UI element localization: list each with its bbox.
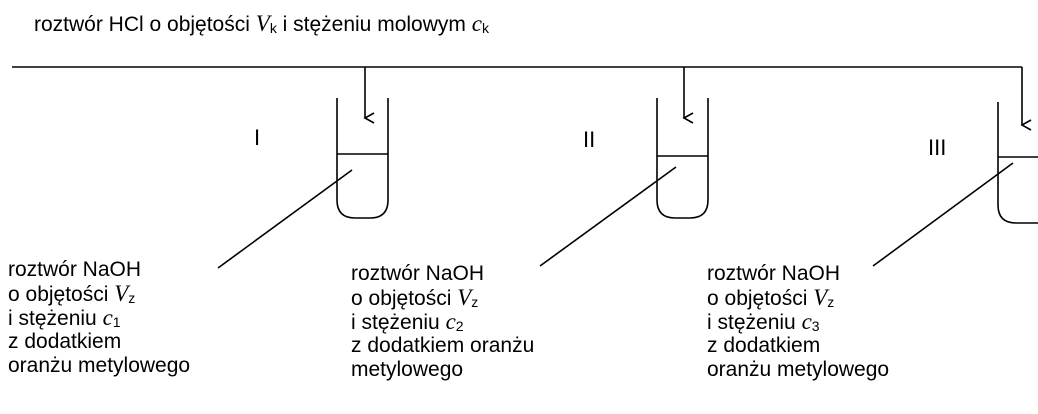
concentration-subscript: 3 [811,318,820,334]
pointer-line-3 [872,162,1014,267]
tube-3-solution-label: roztwór NaOH o objętości Vz i stężeniu c… [707,262,889,382]
volume-prefix: o objętości [351,287,458,310]
concentration-symbol: c [102,305,113,330]
label-line-3: i stężeniu c1 [8,305,190,331]
label-line-1: roztwór NaOH [351,262,485,285]
volume-subscript: k [269,20,277,36]
volume-prefix: o objętości [8,283,115,306]
label-line-4: z dodatkiem oranżu [351,334,535,357]
tube-numeral-3: III [928,135,947,160]
tube-2-solution-label: roztwór NaOH o objętości Vz i stężeniu c… [351,262,534,382]
label-line-3: i stężeniu c3 [707,309,889,335]
label-line-2: o objętości Vz [351,285,534,311]
volume-symbol: V [114,281,129,306]
concentration-prefix: i stężeniu [707,311,802,334]
label-line-3: i stężeniu c2 [351,309,534,335]
tube-numeral-1: I [254,125,261,150]
volume-symbol: V [813,285,828,310]
volume-symbol: V [457,285,472,310]
label-line-1: roztwór NaOH [8,258,142,281]
concentration-subscript: 1 [112,314,121,330]
test-tube-3 [997,102,1038,224]
header-text-part-1: roztwór HCl o objętości [34,13,256,36]
concentration-symbol: c [801,309,812,334]
label-line-1: roztwór NaOH [707,262,841,285]
label-line-2: o objętości Vz [707,285,889,311]
volume-symbol: V [255,11,270,36]
pointer-line-2 [539,166,677,267]
test-tube-2 [656,98,709,219]
concentration-prefix: i stężeniu [351,311,446,334]
concentration-symbol: c [471,11,482,36]
label-line-5: oranżu metylowego [8,354,191,377]
volume-subscript: z [471,294,479,310]
concentration-symbol: c [445,309,456,334]
concentration-subscript: 2 [455,318,464,334]
label-line-4: z dodatkiem [8,330,122,353]
tube-1-solution-label: roztwór NaOH o objętości Vz i stężeniu c… [8,258,190,378]
tube-numeral-2: II [583,127,596,152]
volume-subscript: z [827,294,835,310]
header-text-part-2: i stężeniu molowym [276,13,472,36]
test-tube-1 [336,98,389,219]
label-line-4: z dodatkiem [707,334,821,357]
hcl-solution-label: roztwór HCl o objętości Vk i stężeniu mo… [34,12,489,40]
volume-prefix: o objętości [707,287,814,310]
label-line-2: o objętości Vz [8,281,190,307]
pointer-line-1 [217,169,353,269]
label-line-5: metylowego [351,358,464,381]
concentration-prefix: i stężeniu [8,307,103,330]
concentration-subscript: k [481,20,489,36]
label-line-5: oranżu metylowego [707,358,890,381]
volume-subscript: z [128,290,136,306]
